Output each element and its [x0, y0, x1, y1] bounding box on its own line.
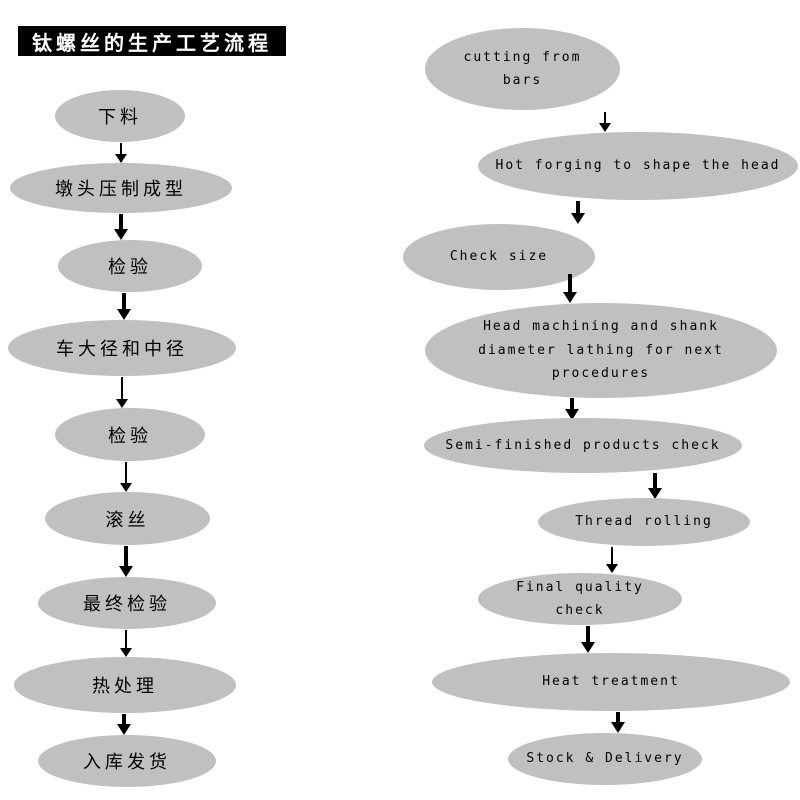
flow-arrow [115, 377, 129, 408]
flow-step-label: 墩头压制成型 [55, 179, 187, 200]
flow-step-inspection1-zh: 检验 [58, 240, 202, 292]
flow-step-check-size-en: Check size [403, 224, 595, 290]
arrow-stem [576, 201, 580, 213]
flow-arrow [119, 546, 133, 577]
arrow-head-icon [565, 409, 579, 420]
arrow-head-icon [119, 566, 133, 577]
arrow-head-icon [648, 488, 662, 499]
flow-step-label: 最终检验 [83, 594, 171, 615]
flow-step-label: Thread rolling [575, 514, 713, 530]
arrow-stem [570, 398, 574, 409]
flow-step-heat-treatment-en: Heat treatment [432, 653, 790, 711]
flow-arrow [605, 547, 619, 573]
diagram-title: 钛螺丝的生产工艺流程 [18, 26, 286, 56]
flow-step-label: 热处理 [92, 676, 158, 697]
arrow-stem [125, 630, 127, 648]
flow-step-thread-rolling-zh: 滚丝 [45, 492, 210, 545]
arrow-head-icon [116, 399, 128, 408]
flow-step-final-inspection-zh: 最终检验 [38, 577, 216, 629]
flow-step-hot-forging-en: Hot forging to shape the head [478, 132, 798, 200]
flow-arrow [611, 712, 625, 733]
arrow-stem [611, 547, 613, 564]
arrow-stem [568, 274, 572, 292]
flow-step-cutting-from-bars-en: cutting from bars [425, 28, 620, 110]
flow-arrow [598, 112, 612, 132]
flow-step-stock-delivery-zh: 入库发货 [38, 735, 216, 787]
flow-arrow [117, 293, 131, 320]
arrow-head-icon [571, 213, 585, 224]
flow-arrow [114, 143, 128, 163]
arrow-head-icon [120, 648, 132, 657]
flow-step-label: 检验 [108, 257, 152, 278]
arrow-stem [119, 214, 123, 229]
arrow-head-icon [117, 724, 131, 735]
flow-arrow [119, 630, 133, 657]
flow-step-head-forming-zh: 墩头压制成型 [10, 163, 232, 213]
flow-step-label: Semi-finished products check [445, 437, 721, 453]
arrow-stem [125, 462, 127, 483]
flow-step-label: Stock & Delivery [526, 751, 684, 767]
flow-step-label: Final quality check [516, 579, 644, 618]
flow-arrow [117, 714, 131, 735]
flow-step-label: 入库发货 [83, 752, 171, 773]
flow-step-label: 检验 [108, 425, 152, 447]
flow-step-label: Hot forging to shape the head [495, 158, 781, 174]
flow-step-stock-delivery-en: Stock & Delivery [508, 733, 702, 785]
arrow-stem [616, 712, 620, 722]
flow-step-head-machining-en: Head machining and shank diameter lathin… [425, 303, 777, 398]
arrow-head-icon [563, 292, 577, 303]
arrow-head-icon [581, 642, 595, 653]
flow-arrow [563, 274, 577, 303]
arrow-stem [604, 112, 606, 123]
flow-step-label: 车大径和中径 [56, 339, 188, 360]
arrow-stem [122, 714, 126, 724]
flow-arrow [565, 398, 579, 420]
arrow-head-icon [120, 483, 132, 492]
flow-arrow [119, 462, 133, 492]
flow-step-heat-treatment-zh: 热处理 [14, 657, 236, 713]
flow-step-label: Heat treatment [542, 674, 680, 690]
flow-arrow [571, 201, 585, 224]
flow-step-label: Check size [449, 249, 549, 265]
arrow-head-icon [115, 154, 127, 163]
flow-step-label: 滚丝 [105, 509, 150, 531]
flow-step-lathing-zh: 车大径和中径 [8, 320, 236, 376]
flow-step-semi-finished-check-en: Semi-finished products check [424, 418, 742, 473]
arrow-head-icon [114, 229, 128, 240]
arrow-stem [121, 377, 123, 399]
arrow-stem [653, 473, 657, 488]
arrow-stem [120, 143, 122, 154]
flow-step-final-quality-check-en: Final quality check [478, 573, 682, 625]
flow-arrow [581, 626, 595, 653]
arrow-stem [122, 293, 126, 309]
flow-step-thread-rolling-en: Thread rolling [538, 498, 750, 546]
flow-step-label: Head machining and shank diameter lathin… [478, 319, 724, 382]
arrow-head-icon [117, 309, 131, 320]
flow-step-label: 下料 [98, 107, 142, 128]
arrow-head-icon [611, 722, 625, 733]
flow-step-inspection2-zh: 检验 [55, 408, 205, 461]
flow-arrow [114, 214, 128, 240]
flow-arrow [648, 473, 662, 499]
arrow-head-icon [606, 564, 618, 573]
flow-step-cutting-blank-zh: 下料 [55, 90, 185, 142]
arrow-stem [586, 626, 590, 642]
arrow-head-icon [599, 123, 611, 132]
flow-step-label: cutting from bars [463, 49, 582, 88]
arrow-stem [124, 546, 128, 566]
